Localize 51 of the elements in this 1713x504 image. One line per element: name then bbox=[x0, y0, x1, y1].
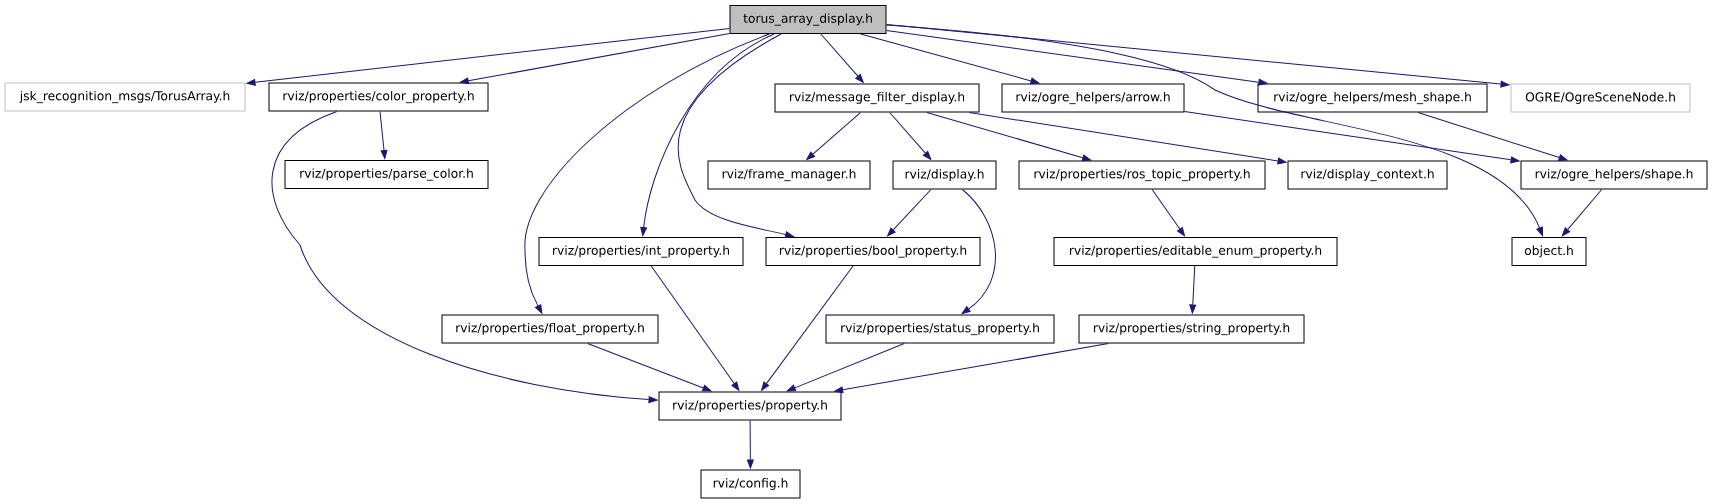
file-box: rviz/properties/float_property.h bbox=[441, 314, 659, 344]
file-box: rviz/properties/ros_topic_property.h bbox=[1018, 160, 1266, 190]
file-box: rviz/properties/editable_enum_property.h bbox=[1053, 237, 1338, 266]
arrow bbox=[650, 265, 740, 391]
arrow bbox=[886, 24, 1544, 237]
arrow bbox=[271, 111, 658, 403]
arrow bbox=[887, 189, 932, 237]
file-box: jsk_recognition_msgs/TorusArray.h bbox=[4, 82, 246, 112]
file-box: rviz/ogre_helpers/shape.h bbox=[1520, 160, 1708, 190]
arrow bbox=[806, 112, 861, 160]
file-box: rviz/properties/status_property.h bbox=[825, 314, 1055, 344]
file-box: rviz/ogre_helpers/mesh_shape.h bbox=[1257, 83, 1488, 113]
arrow bbox=[640, 33, 775, 236]
arrow bbox=[1151, 189, 1185, 237]
file-box: rviz/display.h bbox=[892, 160, 997, 190]
arrow bbox=[860, 33, 1040, 85]
arrow bbox=[746, 420, 754, 469]
file-box: rviz/properties/int_property.h bbox=[538, 237, 744, 266]
arrow bbox=[889, 112, 932, 160]
arrow bbox=[459, 33, 730, 85]
file-box: rviz/frame_manager.h bbox=[707, 160, 871, 190]
file-box: OGRE/OgreSceneNode.h bbox=[1510, 83, 1691, 113]
file-box: rviz/properties/bool_property.h bbox=[765, 237, 981, 266]
file-box: rviz/config.h bbox=[700, 469, 801, 499]
arrow bbox=[961, 189, 996, 315]
arrow bbox=[1189, 265, 1197, 314]
file-box: torus_array_display.h bbox=[729, 5, 887, 34]
file-box: rviz/properties/string_property.h bbox=[1078, 314, 1305, 344]
arrow bbox=[587, 343, 712, 392]
file-box: rviz/ogre_helpers/arrow.h bbox=[1001, 83, 1185, 113]
arrow bbox=[246, 27, 730, 86]
arrow bbox=[379, 111, 388, 159]
arrow bbox=[1561, 189, 1603, 237]
file-box: rviz/message_filter_display.h bbox=[774, 83, 980, 113]
file-box: rviz/properties/parse_color.h bbox=[284, 160, 489, 189]
arrow bbox=[968, 112, 1287, 165]
arrow bbox=[677, 33, 795, 238]
arrow bbox=[886, 24, 1510, 88]
arrow bbox=[820, 33, 864, 83]
arrow bbox=[786, 343, 905, 392]
file-box: object.h bbox=[1511, 237, 1587, 266]
arrow bbox=[834, 343, 1109, 394]
file-box: rviz/properties/color_property.h bbox=[268, 82, 489, 112]
file-box: rviz/display_context.h bbox=[1287, 160, 1448, 190]
arrow bbox=[1417, 112, 1568, 161]
arrow bbox=[886, 29, 1268, 86]
file-box: rviz/properties/property.h bbox=[658, 391, 842, 421]
arrow bbox=[1184, 111, 1520, 164]
arrow bbox=[926, 112, 1092, 162]
arrow bbox=[524, 33, 770, 314]
arrow bbox=[761, 265, 854, 391]
